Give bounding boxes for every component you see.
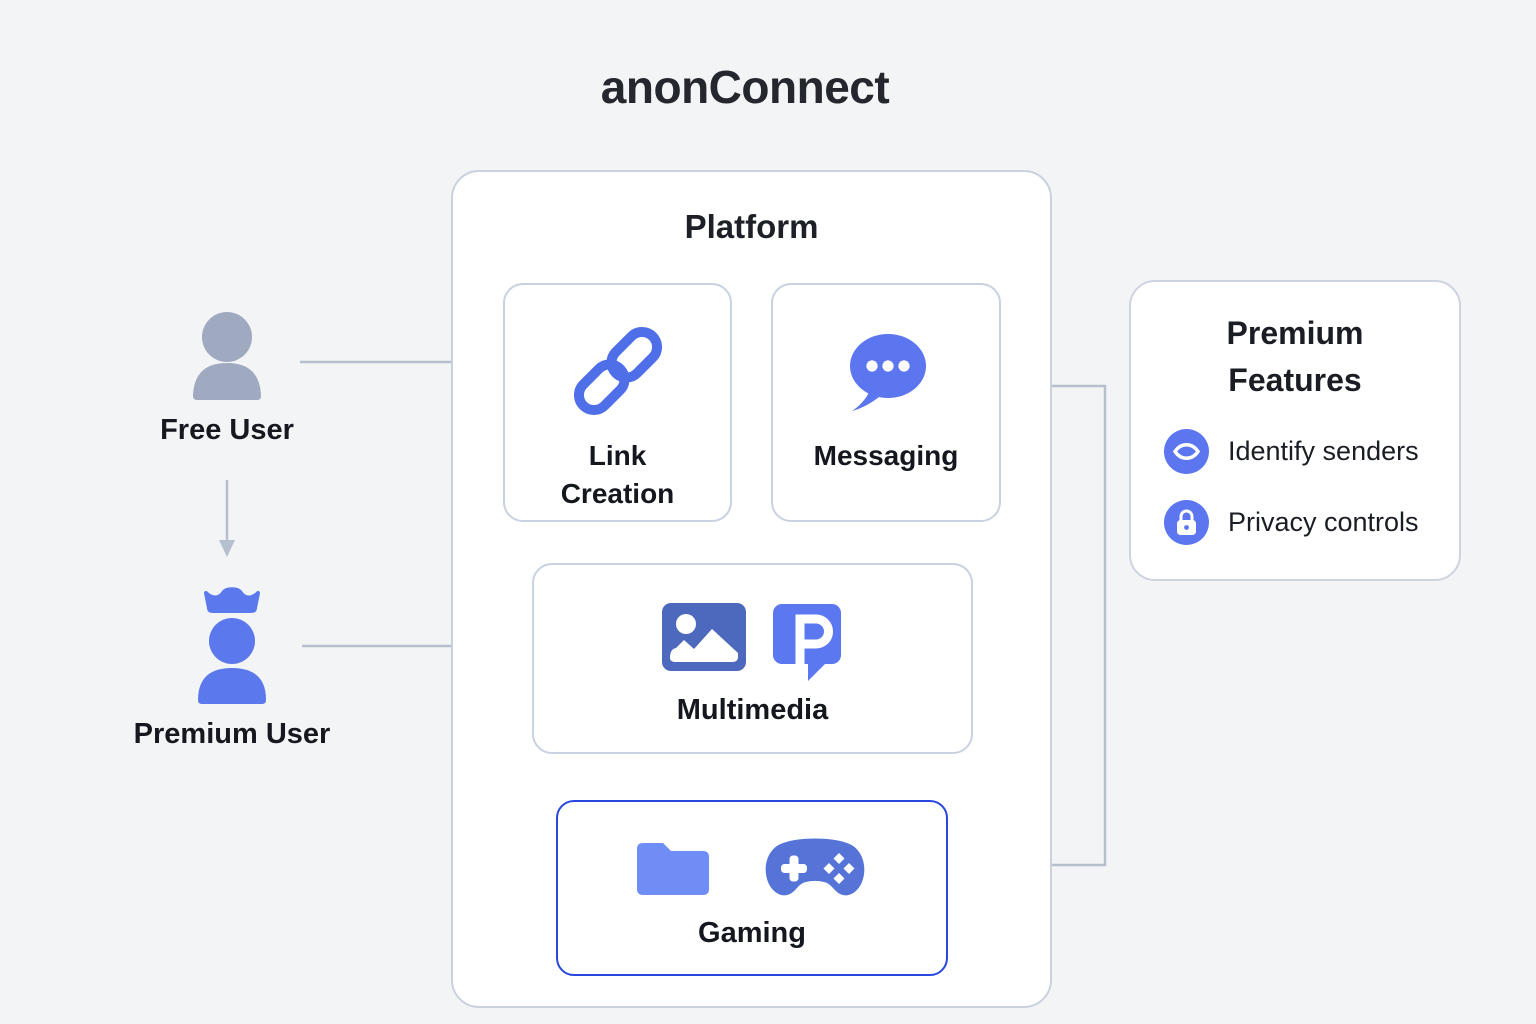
chain-link-icon (573, 326, 662, 416)
actor-free-user: Free User (127, 312, 327, 447)
crowned-person-icon (198, 587, 266, 704)
gaming-icon-slot (637, 836, 867, 900)
chat-bubble-icon (850, 334, 926, 411)
premium-features-title: Premium Features (1226, 315, 1364, 398)
multimedia-label: Multimedia (676, 694, 829, 726)
platform-title: Platform (684, 208, 819, 245)
messaging-label: Messaging (813, 440, 959, 471)
premium-features-list: Identify senders Privacy controls (1164, 429, 1419, 545)
multimedia-icon-slot (661, 603, 844, 681)
premium-user-label: Premium User (133, 718, 331, 750)
person-icon (193, 312, 261, 400)
feature-identify-senders: Identify senders (1164, 429, 1419, 474)
free-user-label: Free User (160, 414, 294, 446)
eye-icon (1164, 429, 1209, 474)
card-gaming: Gaming (556, 800, 948, 976)
gamepad-icon (765, 838, 865, 896)
gaming-label: Gaming (698, 917, 806, 949)
actor-premium-user: Premium User (82, 586, 382, 751)
feature-label: Privacy controls (1228, 507, 1419, 537)
image-icon (661, 603, 746, 671)
card-multimedia: Multimedia (532, 563, 973, 754)
card-messaging: Messaging (771, 283, 1001, 522)
arrowhead-to-premium-user (219, 540, 235, 557)
link-creation-label: Link Creation (560, 440, 675, 509)
link-creation-icon-slot (573, 315, 662, 427)
diagram-title: anonConnect (600, 61, 890, 113)
feature-label: Identify senders (1228, 436, 1419, 466)
folder-icon (637, 843, 709, 895)
card-link-creation: Link Creation (503, 283, 732, 522)
messaging-icon-slot (844, 315, 928, 427)
feature-privacy-controls: Privacy controls (1164, 500, 1419, 545)
lock-icon (1164, 500, 1209, 545)
media-bubble-icon (772, 604, 841, 681)
